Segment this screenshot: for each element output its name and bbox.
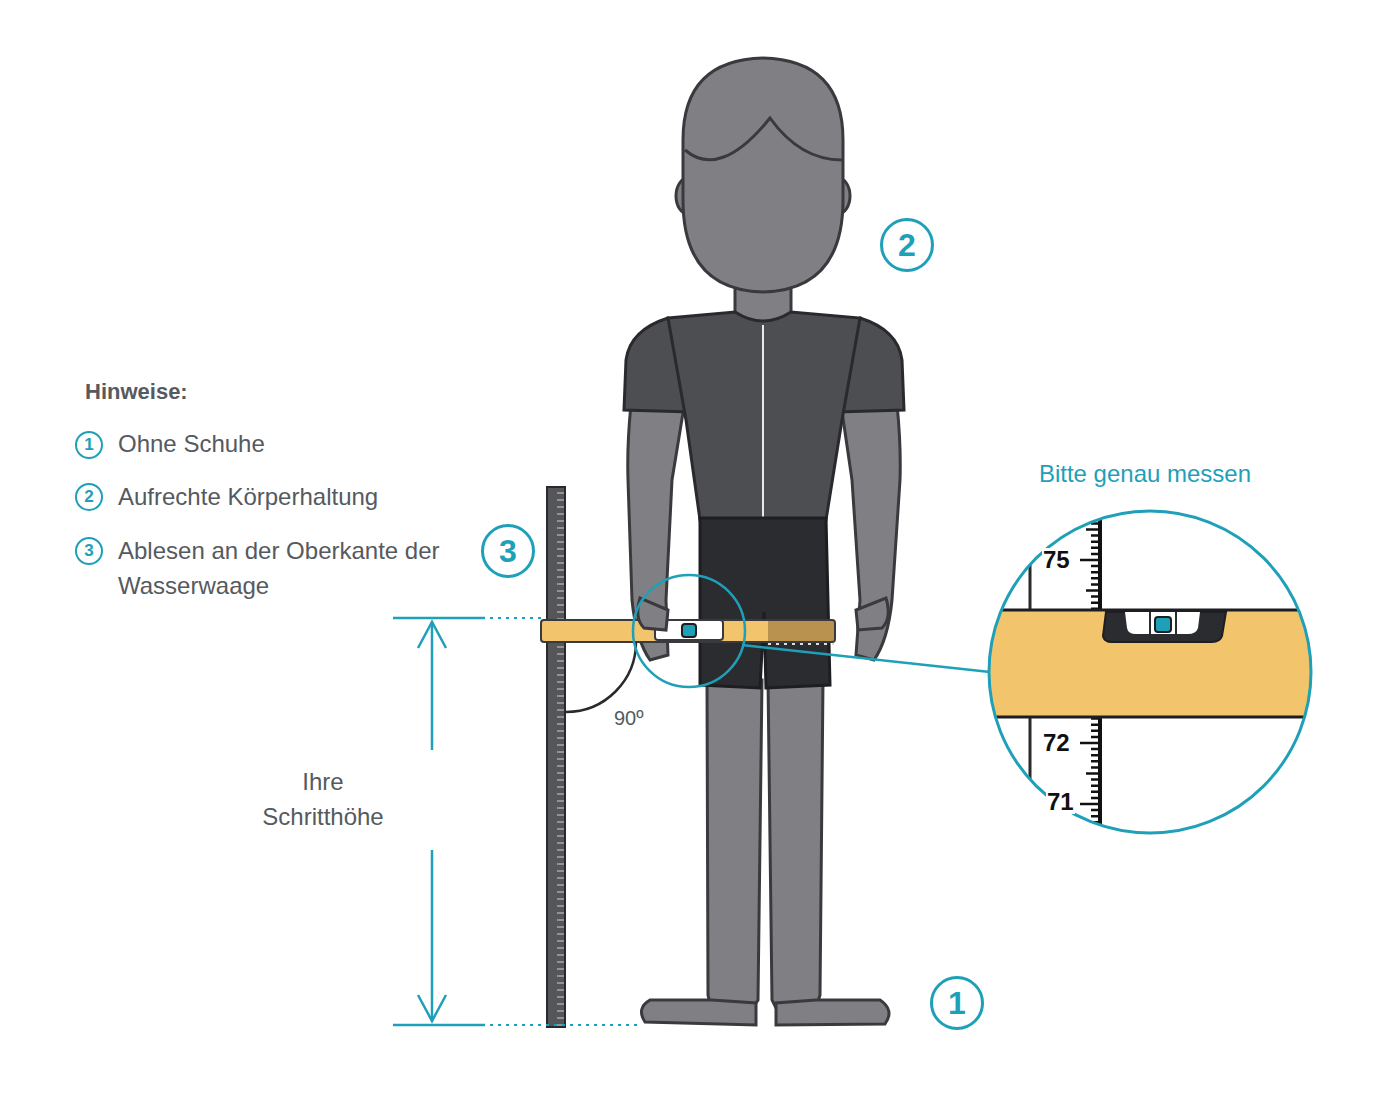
scale-number: 75 [1042, 548, 1071, 572]
ruler-tick [1091, 845, 1100, 848]
ruler-tick [1091, 571, 1100, 574]
callout-circle: 1 [75, 431, 103, 459]
ruler-tick [1091, 577, 1100, 580]
ruler-tick [1091, 797, 1100, 800]
ruler-tick [1091, 553, 1100, 556]
scale-number: 72 [1042, 731, 1071, 755]
callout-number: 1 [930, 976, 984, 1030]
ruler-tick [1091, 565, 1100, 568]
ruler-tick [1091, 858, 1100, 861]
ruler-tick [1086, 528, 1100, 531]
ruler-tick [1086, 772, 1100, 775]
callout-circle: 3 [75, 537, 103, 565]
ruler-tick [1091, 760, 1100, 763]
zoom-heading: Bitte genau messen [1039, 462, 1251, 486]
callout-number: 3 [481, 524, 535, 578]
angle-label: 90º [614, 704, 644, 733]
note-text: Ablesen an der Oberkante der Wasserwaage [118, 534, 448, 604]
note-text: Aufrechte Körperhaltung [118, 480, 378, 515]
ruler-tick [1091, 504, 1100, 507]
ruler-tick [1091, 827, 1100, 830]
ruler-tick [1091, 510, 1100, 513]
ruler-tick [1080, 803, 1100, 806]
ruler-tick [1091, 595, 1100, 598]
ruler-tick [1091, 839, 1100, 842]
notes-heading: Hinweise: [85, 376, 188, 408]
ruler-tick [1091, 754, 1100, 757]
ruler-tick [1091, 540, 1100, 543]
ruler-tick [1091, 736, 1100, 739]
callout-number: 2 [75, 483, 103, 511]
ruler-tick [1091, 723, 1100, 726]
ruler-tick [1091, 547, 1100, 550]
ruler-tick [1080, 559, 1100, 562]
ruler-tick [1091, 601, 1100, 604]
ruler-tick [1091, 852, 1100, 855]
ruler-tick [1086, 833, 1100, 836]
callout-number: 1 [75, 431, 103, 459]
ruler-tick [1086, 589, 1100, 592]
scale-number: 71 [1046, 790, 1075, 814]
ruler-tick [1091, 778, 1100, 781]
ruler-tick [1091, 815, 1100, 818]
ruler-tick [1091, 534, 1100, 537]
magnifier-outline [985, 455, 1317, 847]
callout-circle: 3 [481, 524, 535, 578]
ruler-tick [1080, 498, 1100, 501]
ruler-tick [1080, 742, 1100, 745]
ruler-tick [1091, 766, 1100, 769]
magnifier-circle: Bitte genau messen 75 72 71 [985, 455, 1317, 847]
note-text: Ohne Schuhe [118, 427, 265, 462]
callout-number: 2 [880, 218, 934, 272]
ruler-tick [1091, 583, 1100, 586]
callout-circle: 1 [930, 976, 984, 1030]
callout-number: 3 [75, 537, 103, 565]
ruler-tick [1091, 784, 1100, 787]
dimension-label: Ihre Schritthöhe [248, 765, 398, 835]
ruler-tick [1091, 730, 1100, 733]
ruler-tick [1091, 748, 1100, 751]
ruler-tick [1091, 791, 1100, 794]
callout-circle: 2 [75, 483, 103, 511]
ruler-tick [1091, 809, 1100, 812]
callout-circle: 2 [880, 218, 934, 272]
